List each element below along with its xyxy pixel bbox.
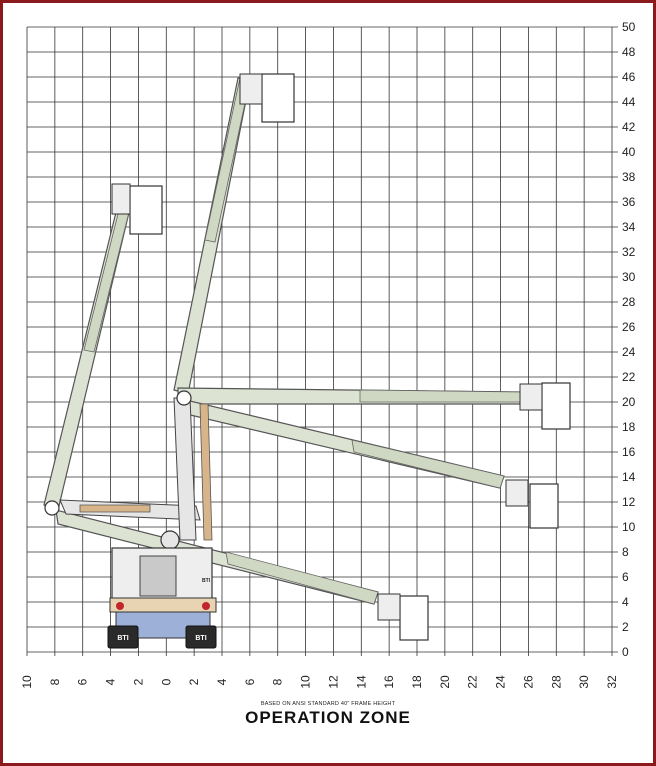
x-tick-label: 0 bbox=[159, 678, 173, 685]
x-tick-label: 12 bbox=[326, 675, 340, 689]
y-tick-label: 30 bbox=[622, 270, 636, 284]
platform-rotator bbox=[377, 593, 401, 621]
y-tick-label: 14 bbox=[622, 470, 636, 484]
x-tick-label: 2 bbox=[131, 678, 145, 685]
y-tick-label: 10 bbox=[622, 520, 636, 534]
x-tick-label: 4 bbox=[215, 678, 229, 685]
diagram-title: OPERATION ZONE bbox=[245, 708, 411, 727]
y-tick-label: 0 bbox=[622, 645, 629, 659]
platform-bucket bbox=[399, 595, 429, 641]
x-tick-label: 22 bbox=[466, 675, 480, 689]
truck-bumper bbox=[109, 597, 217, 613]
truck-badge-side: BTI bbox=[202, 578, 211, 584]
x-tick-label: 18 bbox=[410, 675, 424, 689]
y-tick-label: 32 bbox=[622, 245, 636, 259]
y-tick-label: 8 bbox=[622, 545, 629, 559]
x-tick-label: 6 bbox=[243, 678, 257, 685]
tail-light-left bbox=[116, 602, 124, 610]
x-tick-label: 14 bbox=[354, 675, 368, 689]
rear-tire-right bbox=[185, 625, 217, 649]
x-tick-label: 8 bbox=[48, 678, 62, 685]
x-tick-label: 10 bbox=[299, 675, 313, 689]
platform-rotator bbox=[111, 183, 131, 215]
x-tick-label: 28 bbox=[549, 675, 563, 689]
y-tick-label: 34 bbox=[622, 220, 636, 234]
y-tick-label: 46 bbox=[622, 70, 636, 84]
y-tick-label: 40 bbox=[622, 145, 636, 159]
platform-rotator bbox=[519, 383, 543, 411]
x-tick-label: 4 bbox=[104, 678, 118, 685]
y-tick-label: 20 bbox=[622, 395, 636, 409]
boom-positions bbox=[43, 73, 571, 641]
truck-badge-right: BTI bbox=[195, 635, 206, 642]
rear-tire-left bbox=[107, 625, 139, 649]
y-tick-label: 36 bbox=[622, 195, 636, 209]
y-tick-label: 38 bbox=[622, 170, 636, 184]
platform-bucket bbox=[541, 382, 571, 430]
y-tick-label: 4 bbox=[622, 595, 629, 609]
x-tick-label: 2 bbox=[187, 678, 201, 685]
tail-light-right bbox=[202, 602, 210, 610]
y-axis-ticks: 0246810121416182022242628303234363840424… bbox=[622, 20, 636, 659]
platform-rotator bbox=[505, 479, 529, 507]
platform-bucket bbox=[129, 185, 163, 235]
boom-far-left bbox=[43, 183, 163, 511]
y-tick-label: 50 bbox=[622, 20, 636, 34]
boom-low-diagonal bbox=[55, 509, 429, 641]
x-tick-label: 30 bbox=[577, 675, 591, 689]
y-tick-label: 6 bbox=[622, 570, 629, 584]
y-tick-label: 26 bbox=[622, 320, 636, 334]
y-tick-label: 28 bbox=[622, 295, 636, 309]
y-tick-label: 18 bbox=[622, 420, 636, 434]
y-tick-label: 22 bbox=[622, 370, 636, 384]
boom-upper bbox=[173, 73, 295, 395]
x-tick-label: 8 bbox=[271, 678, 285, 685]
x-tick-label: 20 bbox=[438, 675, 452, 689]
y-tick-label: 42 bbox=[622, 120, 636, 134]
truck-rear-view: BTI BTI BTI bbox=[107, 547, 217, 649]
boom-mid-diagonal bbox=[185, 399, 559, 529]
x-tick-label: 16 bbox=[382, 675, 396, 689]
platform-rotator bbox=[239, 73, 263, 105]
x-tick-label: 24 bbox=[494, 675, 508, 689]
platform-bucket bbox=[261, 73, 295, 123]
x-tick-label: 32 bbox=[605, 675, 619, 689]
y-tick-label: 24 bbox=[622, 345, 636, 359]
frame-height-note: BASED ON ANSI STANDARD 40" FRAME HEIGHT bbox=[260, 701, 396, 707]
y-tick-label: 48 bbox=[622, 45, 636, 59]
platform-bucket bbox=[529, 483, 559, 529]
truck-badge-left: BTI bbox=[117, 635, 128, 642]
y-tick-label: 12 bbox=[622, 495, 636, 509]
y-tick-label: 2 bbox=[622, 620, 629, 634]
y-tick-label: 16 bbox=[622, 445, 636, 459]
x-tick-label: 10 bbox=[20, 675, 34, 689]
lower-boom-links bbox=[44, 390, 213, 550]
y-tick-label: 44 bbox=[622, 95, 636, 109]
x-tick-label: 6 bbox=[76, 678, 90, 685]
x-tick-label: 26 bbox=[521, 675, 535, 689]
